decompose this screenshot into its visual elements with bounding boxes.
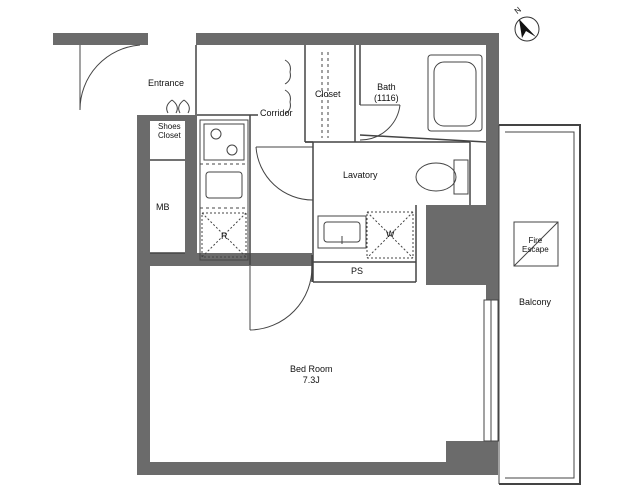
room-label-entrance: Entrance	[148, 78, 185, 88]
kitchen	[199, 119, 249, 261]
room-label-balcony: Balcony	[519, 297, 552, 307]
corridor-door	[255, 146, 314, 201]
bath-door	[359, 104, 401, 141]
exterior-walls	[53, 33, 499, 475]
room-label-corridor: Corridor	[260, 108, 293, 118]
refrigerator-space	[201, 212, 247, 258]
bedroom-window	[483, 299, 499, 442]
closet-rail	[321, 52, 329, 138]
fire-escape-line2: Escape	[522, 245, 549, 254]
interior-walls	[150, 45, 487, 283]
room-label-lavatory: Lavatory	[343, 170, 378, 180]
room-label-shoes-closet: Shoes Closet	[158, 122, 181, 140]
room-label-mb: MB	[156, 202, 170, 212]
bathtub	[427, 54, 483, 132]
shoes-closet-line2: Closet	[158, 131, 181, 140]
wash-basin	[317, 215, 367, 249]
balcony-outline	[498, 124, 581, 485]
entrance-door	[79, 44, 141, 111]
room-label-bed-room: Bed Room 7.3J	[290, 364, 333, 386]
closet-doors	[284, 59, 291, 115]
label-fire-escape: Fire Escape	[522, 236, 549, 254]
bed-room-size: 7.3J	[302, 375, 320, 385]
bath-size: (1116)	[374, 93, 399, 103]
shoes-closet-doors	[166, 99, 190, 114]
room-label-bath: Bath (1116)	[374, 82, 399, 104]
washer-space	[366, 211, 414, 259]
fixture-label-refrigerator: R	[221, 231, 228, 241]
bed-room-name: Bed Room	[290, 364, 333, 374]
bedroom-door	[249, 265, 313, 331]
room-label-ps: PS	[351, 266, 364, 276]
compass-icon	[514, 16, 540, 42]
shoes-closet-line1: Shoes	[158, 122, 181, 131]
fixture-label-washer: W	[386, 229, 395, 239]
fire-escape-hatch	[513, 221, 559, 267]
bath-name: Bath	[377, 82, 396, 92]
toilet	[415, 159, 469, 195]
room-label-closet: Closet	[315, 89, 341, 99]
fire-escape-line1: Fire	[528, 236, 543, 245]
